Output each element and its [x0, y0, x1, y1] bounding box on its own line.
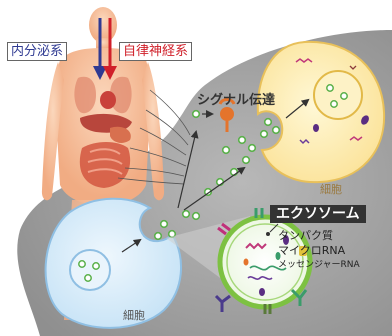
microrna-label: マイクロRNA: [278, 245, 345, 256]
exosome-label: エクソソーム: [270, 205, 366, 223]
autonomic-nervous-system-label: 自律神経系: [119, 42, 192, 61]
source-cell-label: 細胞: [123, 310, 145, 321]
signal-transduction-label: シグナル伝達: [197, 94, 275, 107]
endocrine-system-label: 内分泌系: [7, 42, 67, 61]
target-cell-label: 細胞: [320, 184, 342, 195]
target-cell: [258, 42, 384, 182]
messenger-rna-label: メッセンジャーRNA: [278, 261, 360, 270]
protein-label: タンパク質: [278, 230, 333, 241]
